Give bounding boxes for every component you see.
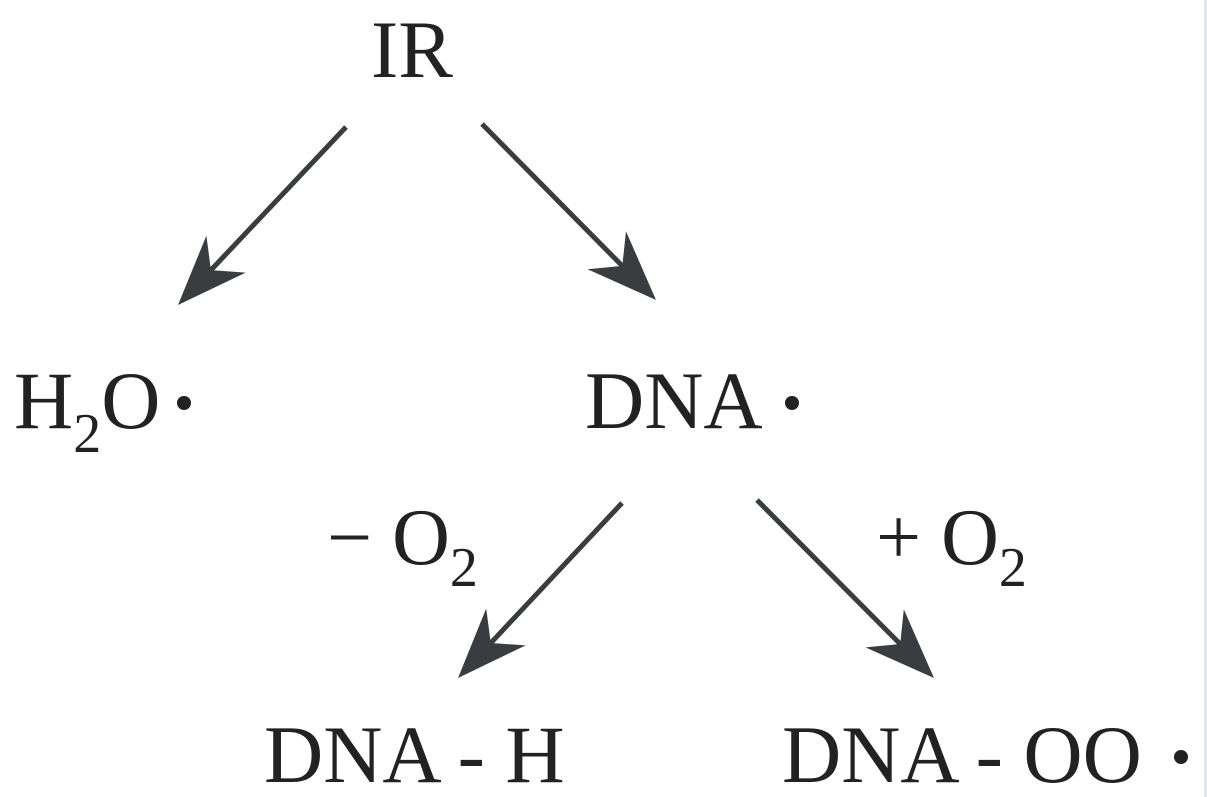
minus-o2-text: − O bbox=[327, 494, 450, 582]
dna-oo-label: DNA - OO bbox=[782, 709, 1142, 797]
arrow-dna-to-dna-h-head bbox=[458, 608, 526, 678]
arrow-ir-to-dna bbox=[480, 122, 656, 300]
water-radical-h: H bbox=[14, 355, 73, 446]
minus-o2-label: − O2 bbox=[327, 494, 478, 599]
arrow-ir-to-water-head bbox=[178, 235, 246, 305]
arrow-ir-to-dna-shaft bbox=[480, 122, 627, 271]
dna-oo-radical-dot bbox=[1174, 750, 1188, 764]
water-radical-dot bbox=[177, 396, 191, 410]
plus-o2-subscript: 2 bbox=[999, 537, 1027, 599]
arrow-dna-to-dna-oo bbox=[755, 498, 934, 678]
arrows-group bbox=[178, 122, 934, 678]
arrow-dna-to-dna-oo-shaft bbox=[755, 498, 905, 649]
right-border bbox=[1204, 0, 1207, 797]
water-radical-o: O bbox=[101, 355, 160, 446]
minus-o2-subscript: 2 bbox=[450, 537, 478, 599]
arrow-ir-to-dna-head bbox=[587, 231, 656, 300]
arrow-ir-to-water-shaft bbox=[206, 125, 348, 275]
root-label: IR bbox=[371, 4, 453, 95]
dna-radical-label: DNA bbox=[585, 355, 763, 446]
plus-o2-label: + O2 bbox=[876, 494, 1027, 599]
arrow-ir-to-water bbox=[178, 125, 348, 305]
water-radical-subscript: 2 bbox=[73, 403, 101, 465]
dna-radical-dot bbox=[785, 396, 799, 410]
dna-h-label: DNA - H bbox=[264, 709, 565, 797]
water-radical-label: H2O bbox=[14, 355, 160, 465]
arrow-dna-to-dna-h-shaft bbox=[486, 501, 624, 648]
arrow-dna-to-dna-oo-head bbox=[865, 609, 934, 678]
plus-o2-text: + O bbox=[876, 494, 999, 582]
arrow-dna-to-dna-h bbox=[458, 501, 624, 678]
